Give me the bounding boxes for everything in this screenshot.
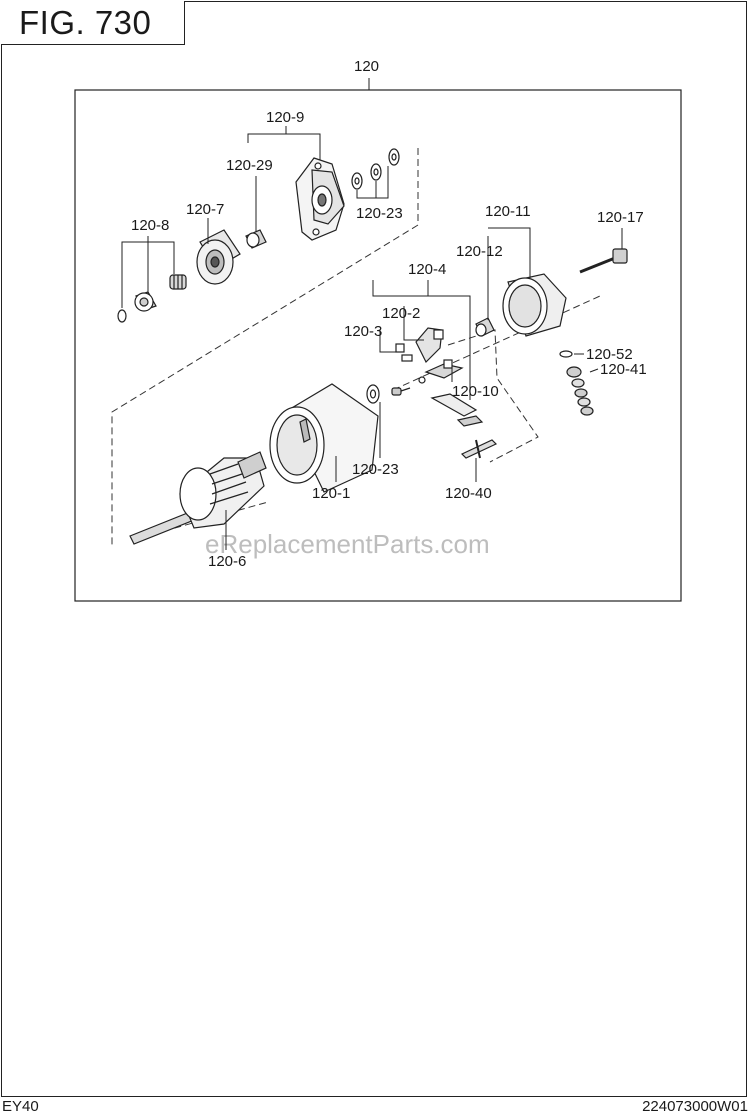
callout-120-3: 120-3 — [344, 323, 382, 340]
screw-icon — [391, 387, 411, 396]
through-bolt-icon — [579, 248, 628, 274]
callout-120-40: 120-40 — [445, 485, 492, 502]
callout-120-1: 120-1 — [312, 485, 350, 502]
figure-label: FIG. 730 — [1, 1, 185, 45]
armature-icon — [129, 451, 267, 545]
callout-120-23-top: 120-23 — [356, 205, 403, 222]
front-bracket-icon — [295, 157, 345, 241]
callout-120-7: 120-7 — [186, 201, 224, 218]
callout-120-4: 120-4 — [408, 261, 446, 278]
document-code: 224073000W01 — [642, 1098, 748, 1115]
callout-120-23-mid: 120-23 — [352, 461, 399, 478]
callout-120: 120 — [354, 58, 379, 75]
insulating-washer-icon — [559, 350, 573, 358]
page-frame — [1, 1, 747, 1097]
assembly-group-box — [74, 89, 682, 602]
callout-120-9: 120-9 — [266, 109, 304, 126]
terminal-nut-set-icon — [566, 366, 594, 416]
thrust-washer-mid-icon — [366, 384, 380, 404]
rear-bushing-icon — [475, 317, 495, 337]
watermark: eReplacementParts.com — [205, 529, 490, 559]
thrust-washer-icon — [351, 148, 400, 190]
callout-120-17: 120-17 — [597, 209, 644, 226]
callout-120-11: 120-11 — [485, 203, 531, 220]
leader-lines — [121, 78, 623, 550]
callout-120-8: 120-8 — [131, 217, 169, 234]
pinion-clutch-icon — [196, 229, 241, 285]
callout-labels: 120 120-9 120-29 120-23 120-7 120-8 120-… — [131, 58, 647, 570]
callout-120-6: 120-6 — [208, 553, 246, 570]
bushing-icon — [245, 229, 267, 249]
callout-120-2: 120-2 — [382, 305, 420, 322]
yoke-housing-icon — [269, 383, 379, 493]
pinion-stop-icon — [117, 274, 187, 323]
model-code: EY40 — [2, 1098, 39, 1115]
rear-cover-icon — [502, 273, 567, 337]
terminal-plate-icon — [430, 393, 498, 459]
callout-120-29: 120-29 — [226, 157, 273, 174]
callout-120-12: 120-12 — [456, 243, 503, 260]
brush-holder-icon — [395, 327, 464, 384]
callout-120-10: 120-10 — [452, 383, 499, 400]
callout-120-52: 120-52 — [586, 346, 633, 363]
callout-120-41: 120-41 — [600, 361, 647, 378]
